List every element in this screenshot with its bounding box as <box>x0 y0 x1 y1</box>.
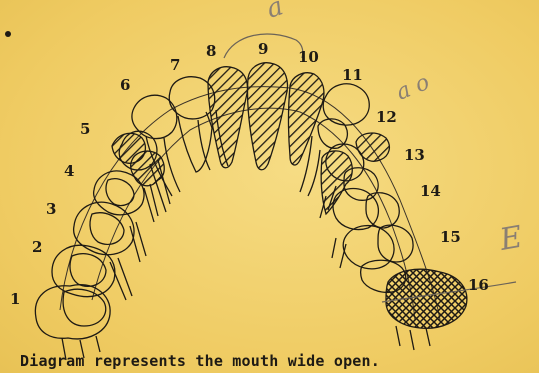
tooth-3-outline <box>74 202 134 254</box>
tooth-number-16: 16 <box>468 276 489 294</box>
tooth-number-8: 8 <box>206 42 216 60</box>
central-teeth <box>198 63 324 170</box>
tooth-number-1: 1 <box>10 290 20 308</box>
tooth-number-11: 11 <box>342 66 363 84</box>
tooth-number-12: 12 <box>376 108 397 126</box>
tooth-number-9: 9 <box>258 40 268 58</box>
tooth-9-hatched <box>247 63 287 170</box>
tooth-8-hatched <box>208 67 248 168</box>
tooth-12-hatched <box>356 133 389 161</box>
tooth-number-7: 7 <box>170 56 180 74</box>
pencil-note-e: E <box>496 220 525 258</box>
pencil-note-ao: a o <box>393 70 433 106</box>
tooth-number-15: 15 <box>440 228 461 246</box>
tooth-number-14: 14 <box>420 182 441 200</box>
tooth-number-10: 10 <box>298 48 319 66</box>
pencil-note-a: a <box>263 0 287 25</box>
tooth-number-5: 5 <box>80 120 90 138</box>
diagram-caption: Diagram represents the mouth wide open. <box>20 352 380 370</box>
tooth-number-6: 6 <box>120 76 130 94</box>
tooth-number-13: 13 <box>404 146 425 164</box>
bullet-dot <box>5 31 11 37</box>
tooth-number-2: 2 <box>32 238 42 256</box>
tooth-13-hatched <box>321 151 352 214</box>
tooth-6-hatched <box>131 151 165 186</box>
tooth-number-4: 4 <box>64 162 74 180</box>
tooth-1-outline <box>35 285 110 339</box>
left-teeth <box>35 77 214 360</box>
tooth-number-3: 3 <box>46 200 56 218</box>
tooth-16-crosshatched <box>386 269 467 350</box>
tooth-10-hatched <box>289 73 324 165</box>
